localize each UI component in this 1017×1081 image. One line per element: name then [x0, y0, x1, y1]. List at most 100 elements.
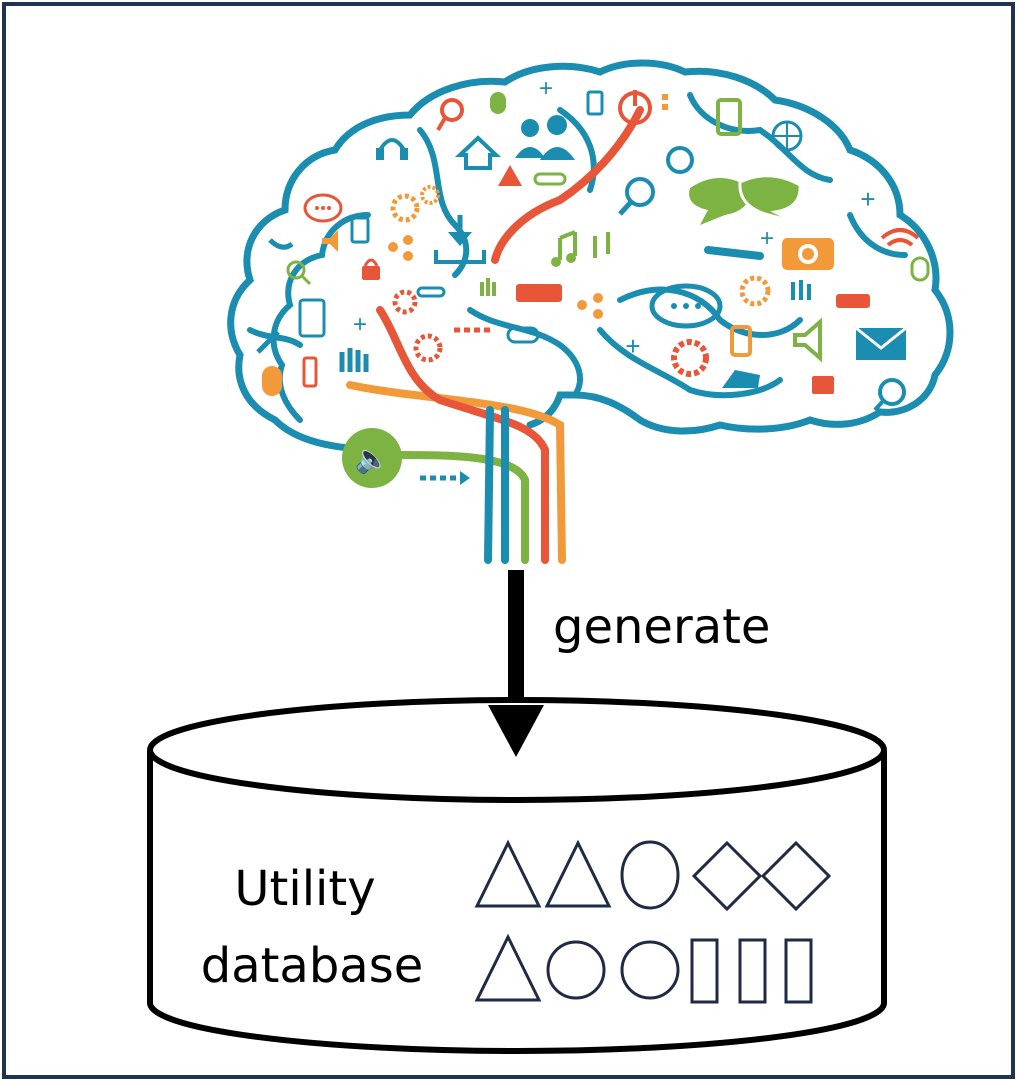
mobile-icon-4 [298, 298, 326, 338]
svg-text:+: + [353, 311, 367, 338]
mouse-icon-3 [262, 366, 282, 396]
nerve-red [491, 106, 644, 264]
mobile-icon-2 [716, 98, 742, 136]
nerve-blue-2 [484, 406, 494, 564]
cylinder-body [147, 750, 887, 1054]
plus-icon-4: + [353, 311, 367, 338]
home-icon [454, 135, 502, 170]
phone-icon [268, 238, 294, 250]
plus-icon-5: + [760, 225, 774, 252]
gear-icon-3 [671, 339, 709, 377]
brain-fold-8 [247, 327, 303, 348]
dashed-arrow-head-icon [460, 471, 470, 485]
brain-fold-4 [847, 212, 908, 258]
download-icon [434, 215, 486, 264]
plus-icon: + [539, 75, 553, 102]
plus-icon-3: + [860, 184, 875, 214]
share-icon-2 [577, 293, 603, 319]
speech-bubble-icon-3 [649, 283, 723, 329]
brain-fold-3 [687, 92, 833, 183]
brain-outline [227, 59, 954, 454]
brain-fold-1 [417, 127, 470, 278]
circle-shape [546, 940, 606, 1000]
speech-bubble-icon [689, 174, 802, 225]
speaker-icon-2 [322, 230, 338, 252]
envelope-icon [855, 326, 907, 360]
rectangle-shape [784, 938, 813, 1004]
mobile-icon-3 [350, 216, 370, 244]
power-icon [618, 90, 652, 125]
rectangle-shape [690, 938, 719, 1004]
brain-illustration: 🔈 + [227, 59, 954, 564]
nerve-orange [346, 381, 566, 564]
generate-label: generate [553, 599, 770, 655]
brain-fold-5 [617, 286, 803, 338]
mouse-icon-2 [910, 256, 930, 282]
svg-text:+: + [625, 331, 640, 361]
magnifier-icon-4 [873, 378, 906, 412]
database-cylinder [147, 697, 887, 1054]
lock-icon-2 [812, 376, 834, 394]
svg-text:+: + [760, 225, 774, 252]
database-row-2 [474, 933, 813, 1004]
keyboard-icon [516, 284, 562, 302]
ellipse-shape [620, 840, 680, 910]
triangle-shape [474, 839, 542, 908]
triangle-shape [544, 839, 612, 908]
database-label-line1: Utility [234, 861, 375, 917]
nerve-green [391, 451, 529, 564]
hand-icon [480, 278, 496, 296]
lock-icon [362, 258, 380, 280]
wrench-icon [704, 246, 764, 260]
triangle-shape [474, 933, 542, 1002]
music-icon-2 [593, 232, 610, 258]
nerve-red-2 [376, 306, 549, 564]
wifi-icon [880, 228, 920, 247]
magnifier-icon-3 [286, 260, 312, 286]
circle-shape [620, 940, 680, 1000]
hand-icon-4 [339, 348, 369, 372]
warning-icon [498, 165, 522, 186]
svg-text:+: + [860, 184, 875, 214]
diamond-shape [691, 840, 763, 912]
rectangle-shape [738, 938, 767, 1004]
brain-fold-7 [467, 307, 583, 398]
hand-icon-2 [791, 280, 811, 300]
database-label-line2: database [201, 938, 424, 994]
camera-icon [782, 238, 834, 270]
gear-icon-2 [739, 275, 771, 307]
satellite-icon [666, 146, 694, 174]
wrench-icon-2 [256, 330, 280, 354]
arrow-head-overlay [488, 705, 544, 757]
usb-icon [302, 356, 318, 388]
brain-fold-6 [597, 327, 783, 399]
link-icon-2 [416, 286, 446, 298]
router-icon [836, 294, 870, 308]
mobile-icon [586, 90, 604, 116]
speaker-icon: 🔈 [355, 442, 390, 475]
speech-bubble-icon-2 [303, 193, 343, 223]
magnifier-icon-2 [618, 177, 655, 216]
mobile-icon-5 [730, 325, 752, 357]
headset-icon [376, 138, 408, 160]
globe-icon [771, 120, 803, 152]
brain-fold-2 [557, 107, 597, 193]
speaker-icon-3 [793, 317, 822, 363]
gear-icon [390, 185, 440, 223]
arrow-shaft [508, 570, 524, 710]
mouse-icon-4 [506, 326, 540, 344]
users-icon [515, 115, 575, 160]
database-row-1 [474, 839, 832, 912]
gear-icon-4 [392, 289, 443, 363]
share-icon [388, 235, 413, 261]
mouse-icon [490, 92, 506, 114]
speaker-bubble [342, 428, 402, 488]
plus-icon-2: + [625, 331, 640, 361]
hand-icon-3 [722, 370, 760, 388]
link-icon [533, 172, 567, 186]
svg-text:+: + [539, 75, 553, 102]
magnifier-icon [436, 98, 464, 132]
music-icon [551, 230, 577, 267]
diamond-shape [760, 840, 832, 912]
